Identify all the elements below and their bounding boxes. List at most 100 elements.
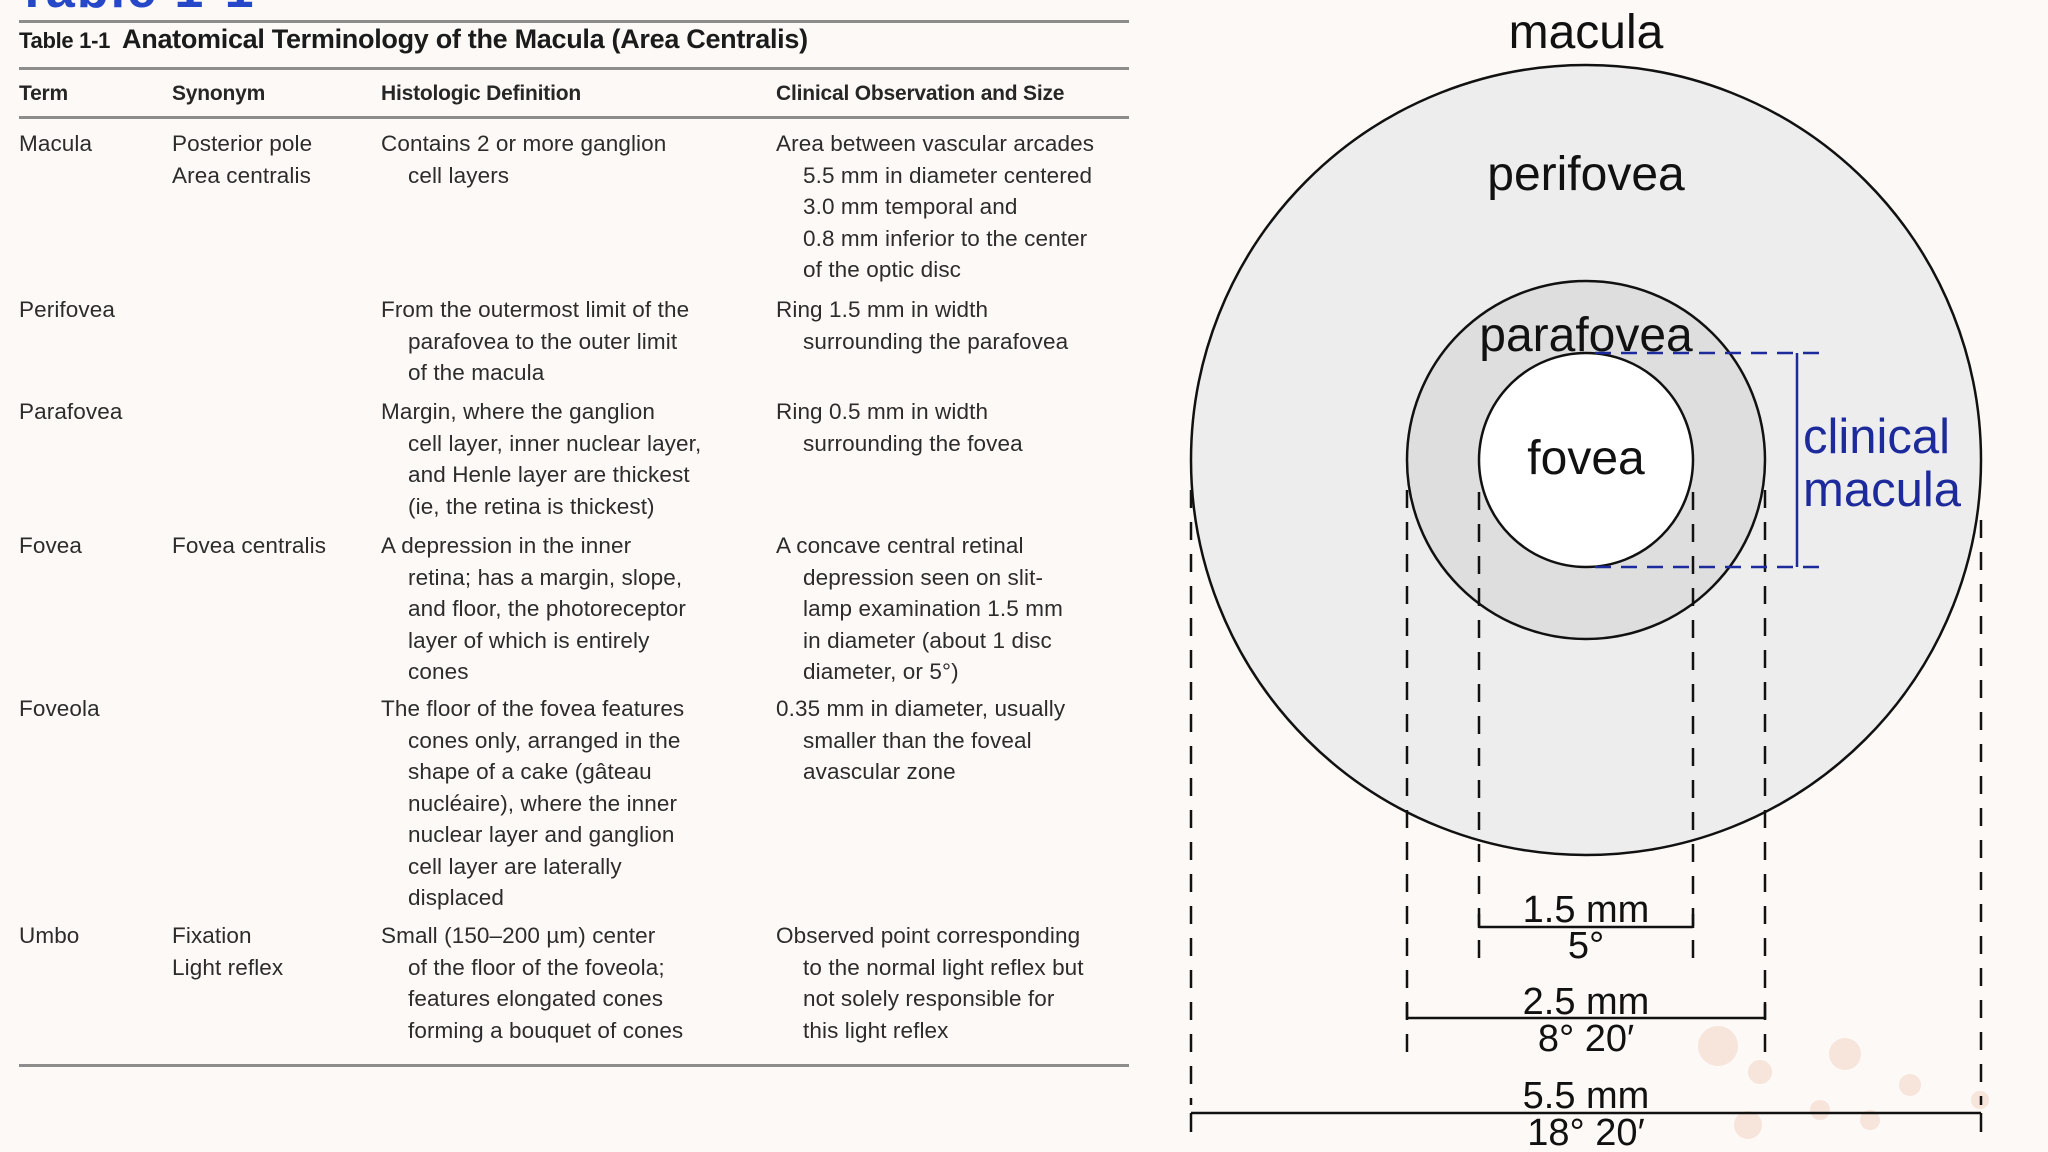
synonym-cell: Fovea centralis	[172, 530, 326, 562]
macula-diagram: clinical macula macula perifovea parafov…	[1189, 6, 1983, 1152]
clinical-observation-cell-line: Ring 1.5 mm in width	[776, 297, 989, 322]
term-cell-text: Umbo	[19, 923, 80, 948]
term-cell: Perifovea	[19, 294, 115, 326]
histologic-definition-cell: A depression in the inner retina; has a m…	[381, 530, 686, 688]
fovea-diameter-deg: 5°	[1568, 925, 1604, 967]
synonym-cell-line: Posterior pole	[172, 131, 313, 156]
histologic-definition-cell-line: cones	[408, 659, 469, 684]
histologic-definition-cell-line: forming a bouquet of cones	[408, 1017, 684, 1043]
macula-label: macula	[1509, 6, 1664, 59]
clinical-observation-cell: A concave central retinal depression seen…	[776, 530, 1063, 688]
clinical-observation-cell-line: in diameter (about 1 disc	[803, 627, 1052, 653]
clinical-observation-cell-line: 5.5 mm in diameter centered	[803, 162, 1093, 188]
clinical-observation-cell: 0.35 mm in diameter, usually smaller than…	[776, 693, 1065, 788]
clinical-observation-cell-line: 0.35 mm in diameter, usually	[776, 696, 1066, 721]
clinical-observation-cell-line: to the normal light reflex but	[803, 954, 1084, 980]
clinical-observation-cell-line: 0.8 mm inferior to the center	[803, 225, 1088, 251]
fovea-label: fovea	[1527, 432, 1645, 485]
clinical-macula-bracket	[1595, 351, 1825, 569]
histologic-definition-cell-line: retina; has a margin, slope,	[408, 564, 683, 590]
clinical-observation-cell-line: lamp examination 1.5 mm	[803, 596, 1063, 621]
histologic-definition-cell-line: Contains 2 or more ganglion	[381, 131, 667, 156]
clinical-observation-cell-line: diameter, or 5°)	[803, 659, 959, 684]
caption-rule	[19, 67, 1129, 70]
clinical-observation-cell-line: surrounding the fovea	[803, 430, 1023, 456]
header-rule	[19, 116, 1129, 119]
clinical-observation-cell-line: not solely responsible for	[803, 986, 1055, 1011]
histologic-definition-cell: Contains 2 or more ganglion cell layers	[381, 128, 666, 191]
term-cell: Foveola	[19, 693, 100, 725]
clinical-observation-cell-line: smaller than the foveal	[803, 727, 1032, 753]
histologic-definition-cell-line: cell layer are laterally	[408, 853, 622, 879]
macula-diameter-deg: 18° 20′	[1527, 1112, 1644, 1152]
column-header-synonym: Synonym	[172, 82, 266, 105]
parafovea-diameter-mm: 2.5 mm	[1523, 981, 1650, 1023]
clinical-observation-cell-line: Ring 0.5 mm in width	[776, 399, 989, 424]
histologic-definition-cell-line: nucléaire), where the inner	[408, 790, 678, 816]
parafovea-label: parafovea	[1479, 309, 1693, 362]
histologic-definition-cell-line: A depression in the inner	[381, 533, 632, 558]
histologic-definition-cell: The floor of the fovea features cones onl…	[381, 693, 684, 914]
clinical-observation-cell: Area between vascular arcades 5.5 mm in d…	[776, 128, 1094, 286]
histologic-definition-cell-line: cones only, arranged in the	[408, 727, 681, 753]
histologic-definition-cell-line: (ie, the retina is thickest)	[408, 493, 655, 519]
clinical-label-line1: clinical	[1803, 410, 1950, 464]
histologic-definition-cell-line: features elongated cones	[408, 986, 664, 1011]
clinical-observation-cell: Ring 0.5 mm in width surrounding the fove…	[776, 396, 1023, 459]
term-cell-text: Parafovea	[19, 399, 123, 424]
perifovea-label: perifovea	[1487, 148, 1685, 201]
histologic-definition-cell-line: nuclear layer and ganglion	[408, 822, 675, 847]
clinical-observation-cell-line: avascular zone	[803, 759, 956, 784]
table-title: Anatomical Terminology of the Macula (Ar…	[122, 24, 808, 54]
synonym-cell-line: Light reflex	[172, 954, 284, 980]
term-cell-text: Perifovea	[19, 297, 115, 322]
clinical-observation-cell: Ring 1.5 mm in width surrounding the para…	[776, 294, 1068, 357]
histologic-definition-cell-line: cell layers	[408, 162, 510, 188]
histologic-definition-cell-line: The floor of the fovea features	[381, 696, 685, 721]
histologic-definition-cell-line: Margin, where the ganglion	[381, 399, 656, 424]
term-cell-text: Fovea	[19, 533, 83, 558]
clinical-observation-cell-line: Observed point corresponding	[776, 923, 1081, 948]
histologic-definition-cell-line: of the macula	[408, 360, 545, 385]
synonym-cell-line: Area centralis	[172, 162, 311, 188]
clinical-observation-cell: Observed point corresponding to the norma…	[776, 920, 1084, 1046]
term-cell: Parafovea	[19, 396, 122, 428]
parafovea-diameter-deg: 8° 20′	[1538, 1018, 1634, 1060]
fovea-circle	[1477, 351, 1695, 569]
column-header-term: Term	[19, 82, 68, 105]
histologic-definition-cell-line: shape of a cake (gâteau	[408, 759, 652, 784]
table-top-rule	[19, 20, 1129, 23]
table-bottom-rule	[19, 1064, 1129, 1067]
clinical-observation-cell-line: Area between vascular arcades	[776, 131, 1095, 156]
clinical-label-line2: macula	[1803, 463, 1962, 517]
histologic-definition-cell-line: From the outermost limit of the	[381, 297, 690, 322]
measurement-bars	[1189, 914, 1983, 1132]
fovea-diameter-mm: 1.5 mm	[1523, 889, 1650, 931]
clinical-observation-cell-line: A concave central retinal	[776, 533, 1024, 558]
clinical-observation-cell-line: surrounding the parafovea	[803, 328, 1069, 354]
term-cell: Umbo	[19, 920, 79, 952]
term-cell-text: Foveola	[19, 696, 100, 721]
clinical-observation-cell-line: of the optic disc	[803, 257, 962, 282]
slide-heading: Table 1-1	[16, 0, 256, 20]
clinical-observation-cell-line: 3.0 mm temporal and	[803, 194, 1018, 219]
term-cell: Macula	[19, 128, 92, 160]
histologic-definition-cell-line: Small (150–200 µm) center	[381, 923, 656, 948]
histologic-definition-cell-line: displaced	[408, 885, 504, 910]
term-cell-text: Macula	[19, 131, 93, 156]
histologic-definition-cell-line: and floor, the photoreceptor	[408, 596, 686, 621]
clinical-observation-cell-line: depression seen on slit-	[803, 564, 1044, 590]
synonym-cell-line: Fixation	[172, 923, 252, 948]
dashed-guides	[1189, 490, 1983, 1105]
macula-diameter-mm: 5.5 mm	[1523, 1075, 1650, 1117]
synonym-cell-line: Fovea centralis	[172, 533, 327, 558]
clinical-observation-cell-line: this light reflex	[803, 1017, 949, 1043]
term-cell: Fovea	[19, 530, 82, 562]
